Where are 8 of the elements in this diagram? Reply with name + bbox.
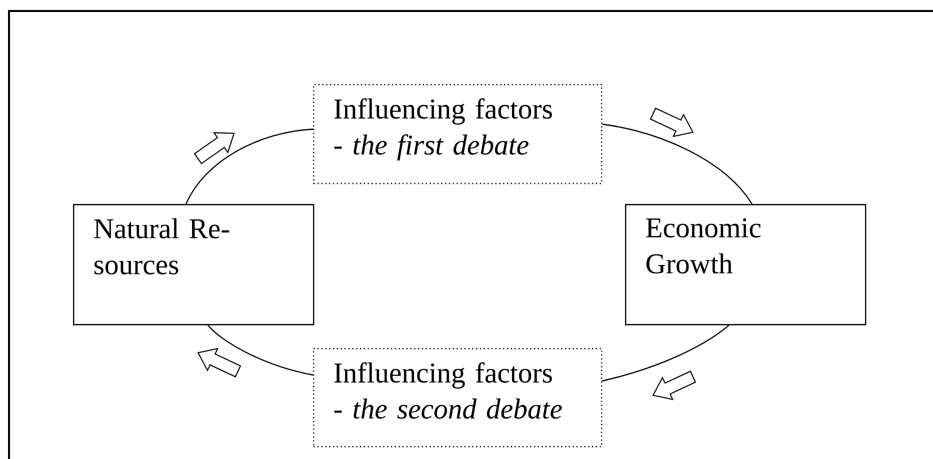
process-box: Economic Growth: [625, 204, 866, 326]
connector-line: [185, 128, 314, 204]
connector-line: [208, 324, 314, 376]
connector-line: [602, 324, 730, 382]
process-box: Natural Re- sources: [73, 204, 314, 326]
factor-box: Influencing factors - the first debate: [313, 84, 602, 184]
factor-box: Influencing factors - the second debate: [313, 348, 602, 448]
connector-line: [602, 124, 752, 204]
